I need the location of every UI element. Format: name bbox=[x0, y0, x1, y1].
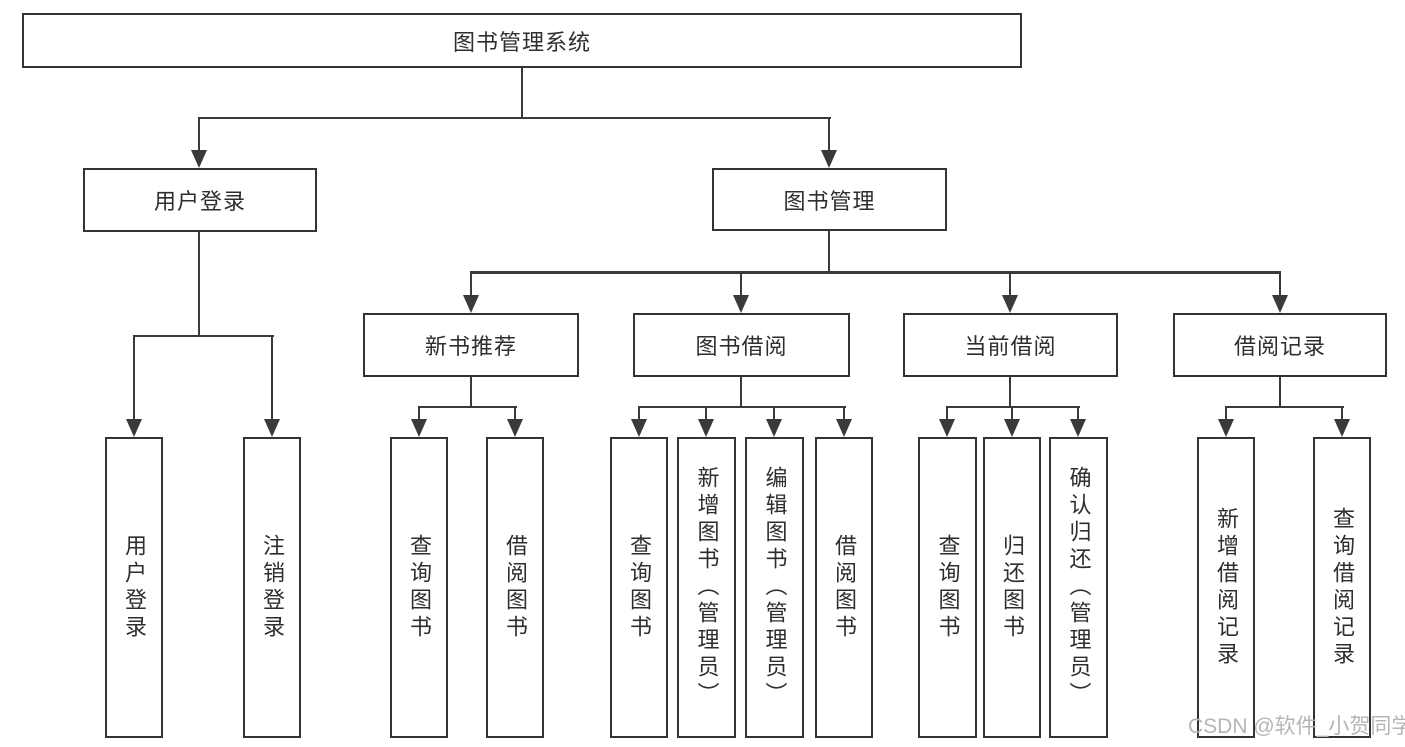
leaf-add-book-admin: 新增图书（管理员） bbox=[677, 437, 736, 738]
leaf-borrow-book-rec-label: 借阅图书 bbox=[503, 533, 528, 642]
arrowhead-g1-leaf0 bbox=[631, 419, 647, 437]
connector-shaft-g2-leaf0 bbox=[946, 406, 948, 421]
leaf-borrow-book-rec: 借阅图书 bbox=[486, 437, 544, 738]
node-user-login-label: 用户登录 bbox=[153, 189, 246, 214]
leaf-logout: 注销登录 bbox=[243, 437, 301, 738]
leaf-confirm-return-admin-label: 确认归还（管理员） bbox=[1066, 466, 1092, 709]
leaf-query-borrow-record: 查询借阅记录 bbox=[1313, 437, 1371, 738]
arrowhead-g1-leaf3 bbox=[836, 419, 852, 437]
leaf-user-login-label: 用户登录 bbox=[122, 533, 147, 642]
node-book-mgmt-label: 图书管理 bbox=[783, 188, 876, 214]
connector-shaft-current-borrow bbox=[1009, 271, 1011, 301]
node-current-borrow-label: 当前借阅 bbox=[964, 334, 1057, 359]
arrowhead-g3-leaf1 bbox=[1334, 419, 1350, 437]
arrowhead-g2-leaf0 bbox=[939, 419, 955, 437]
connector-new-book-rec-bar bbox=[418, 406, 517, 408]
connector-shaft-g3-leaf1 bbox=[1341, 406, 1343, 421]
node-root: 图书管理系统 bbox=[22, 13, 1022, 68]
connector-level3-bar bbox=[470, 271, 1281, 274]
arrowhead-leaf-logout bbox=[264, 419, 280, 437]
arrowhead-g2-leaf1 bbox=[1004, 419, 1020, 437]
leaf-edit-book-admin-label: 编辑图书（管理员） bbox=[762, 466, 788, 709]
node-book-mgmt: 图书管理 bbox=[712, 168, 947, 231]
connector-book-mgmt-trunk bbox=[828, 231, 830, 273]
arrowhead-current-borrow bbox=[1002, 295, 1018, 313]
arrowhead-new-book-rec bbox=[463, 295, 479, 313]
connector-shaft-g3-leaf0 bbox=[1225, 406, 1227, 421]
leaf-add-borrow-record: 新增借阅记录 bbox=[1197, 437, 1255, 738]
leaf-query-book-borrow-label: 查询图书 bbox=[627, 533, 652, 642]
leaf-query-book-rec-label: 查询图书 bbox=[407, 533, 432, 642]
leaf-borrow-book-label: 借阅图书 bbox=[832, 533, 857, 642]
connector-borrow-records-trunk bbox=[1279, 377, 1281, 408]
arrowhead-leaf-login bbox=[126, 419, 142, 437]
node-current-borrow: 当前借阅 bbox=[903, 313, 1118, 377]
node-borrow-records-label: 借阅记录 bbox=[1233, 334, 1326, 359]
node-user-login: 用户登录 bbox=[83, 168, 317, 232]
connector-user-login-trunk bbox=[198, 232, 200, 337]
connector-shaft-g2-leaf2 bbox=[1077, 406, 1079, 421]
connector-shaft-leaf-login bbox=[133, 335, 135, 422]
arrowhead-g1-leaf1 bbox=[698, 419, 714, 437]
leaf-return-book: 归还图书 bbox=[983, 437, 1041, 738]
node-new-book-rec: 新书推荐 bbox=[363, 313, 579, 377]
leaf-query-book-current: 查询图书 bbox=[918, 437, 977, 738]
connector-root-trunk bbox=[521, 68, 523, 119]
connector-shaft-borrow-records bbox=[1279, 271, 1281, 301]
leaf-return-book-label: 归还图书 bbox=[1000, 533, 1025, 642]
connector-current-borrow-trunk bbox=[1009, 377, 1011, 408]
connector-shaft-user-login bbox=[198, 117, 200, 157]
arrowhead-g3-leaf0 bbox=[1218, 419, 1234, 437]
connector-borrow-records-bar bbox=[1225, 406, 1344, 408]
connector-shaft-new-book-rec bbox=[470, 271, 472, 301]
leaf-query-book-rec: 查询图书 bbox=[390, 437, 448, 738]
arrowhead-g2-leaf2 bbox=[1070, 419, 1086, 437]
connector-shaft-g0-leaf0 bbox=[418, 406, 420, 421]
arrowhead-book-borrow bbox=[733, 295, 749, 313]
arrowhead-g1-leaf2 bbox=[766, 419, 782, 437]
connector-shaft-g2-leaf1 bbox=[1011, 406, 1013, 421]
leaf-add-book-admin-label: 新增图书（管理员） bbox=[694, 466, 720, 709]
connector-current-borrow-bar bbox=[946, 406, 1080, 408]
arrowhead-g0-leaf1 bbox=[507, 419, 523, 437]
leaf-edit-book-admin: 编辑图书（管理员） bbox=[745, 437, 804, 738]
connector-shaft-g1-leaf0 bbox=[638, 406, 640, 421]
connector-shaft-g1-leaf2 bbox=[773, 406, 775, 421]
leaf-borrow-book: 借阅图书 bbox=[815, 437, 873, 738]
arrowhead-user-login bbox=[191, 150, 207, 168]
connector-book-borrow-trunk bbox=[740, 377, 742, 408]
leaf-user-login: 用户登录 bbox=[105, 437, 163, 738]
leaf-add-borrow-record-label: 新增借阅记录 bbox=[1214, 506, 1239, 669]
leaf-query-book-current-label: 查询图书 bbox=[935, 533, 961, 642]
connector-user-login-bar bbox=[133, 335, 274, 337]
node-new-book-rec-label: 新书推荐 bbox=[424, 334, 517, 359]
arrowhead-g0-leaf0 bbox=[411, 419, 427, 437]
connector-shaft-g1-leaf1 bbox=[705, 406, 707, 421]
node-root-label: 图书管理系统 bbox=[452, 29, 591, 55]
connector-shaft-g0-leaf1 bbox=[514, 406, 516, 421]
leaf-query-borrow-record-label: 查询借阅记录 bbox=[1330, 506, 1355, 669]
node-book-borrow: 图书借阅 bbox=[633, 313, 850, 377]
leaf-query-book-borrow: 查询图书 bbox=[610, 437, 668, 738]
arrowhead-borrow-records bbox=[1272, 295, 1288, 313]
node-book-borrow-label: 图书借阅 bbox=[695, 334, 788, 359]
connector-book-borrow-bar bbox=[638, 406, 846, 408]
leaf-logout-label: 注销登录 bbox=[260, 533, 285, 642]
node-borrow-records: 借阅记录 bbox=[1173, 313, 1387, 377]
csdn-watermark: CSDN @软件_小贺同学 bbox=[1188, 715, 1405, 738]
connector-new-book-rec-trunk bbox=[470, 377, 472, 408]
connector-shaft-book-mgmt bbox=[828, 117, 830, 157]
connector-level2-bar bbox=[198, 117, 831, 119]
connector-shaft-book-borrow bbox=[740, 271, 742, 301]
arrowhead-book-mgmt bbox=[821, 150, 837, 168]
connector-shaft-g1-leaf3 bbox=[843, 406, 845, 421]
leaf-confirm-return-admin: 确认归还（管理员） bbox=[1049, 437, 1108, 738]
connector-shaft-leaf-logout bbox=[271, 335, 273, 422]
